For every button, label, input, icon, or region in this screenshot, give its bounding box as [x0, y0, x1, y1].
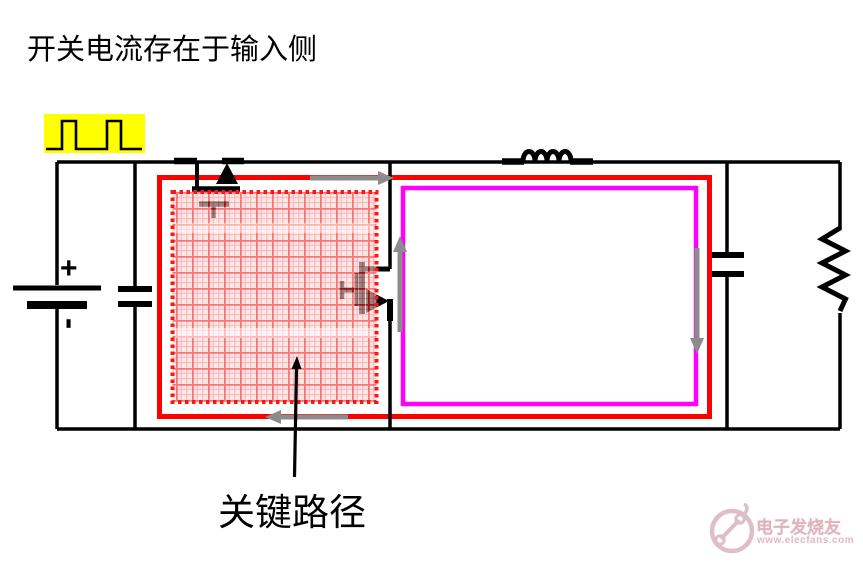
critical-path-loop — [157, 175, 712, 419]
current-arrow-top-right — [310, 171, 394, 185]
battery-symbol — [13, 285, 101, 309]
inductor-symbol — [502, 149, 593, 165]
load-resistor-symbol — [816, 225, 851, 313]
pulse-waveform-icon — [46, 119, 142, 151]
hatch-region — [170, 190, 379, 404]
watermark: 电子发烧友 www.elecfans.com — [700, 496, 862, 560]
output-capacitor-symbol — [712, 252, 744, 277]
watermark-site: www.elecfans.com — [757, 535, 855, 546]
pulse-waveform-highlight — [44, 114, 145, 153]
callout-arrow — [291, 356, 302, 478]
output-loop — [400, 185, 699, 407]
callout-label: 关键路径 — [218, 493, 366, 534]
current-arrow-bottom-left — [265, 410, 348, 424]
page-title: 开关电流存在于输入侧 — [27, 34, 318, 66]
circuit-wires — [55, 160, 842, 431]
watermark-brand: 电子发烧友 — [756, 518, 841, 537]
elecfans-logo-icon — [709, 503, 755, 554]
current-arrow-down — [690, 248, 704, 354]
battery-plus-label: + — [60, 252, 78, 285]
input-capacitor-symbol — [118, 286, 152, 307]
current-arrow-up — [393, 236, 407, 332]
battery-minus-label: - — [51, 317, 90, 330]
